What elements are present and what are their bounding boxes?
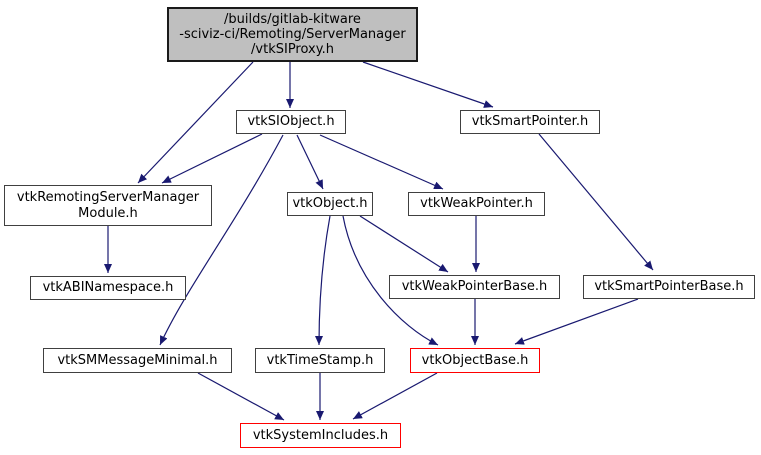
node-vtkTimeStamp[interactable]: vtkTimeStamp.h <box>255 348 385 373</box>
node-vtkSmartPointerBase[interactable]: vtkSmartPointerBase.h <box>583 275 755 299</box>
edge-vtkSIProxy-to-vtkRemotingServerManagerModule <box>137 61 254 184</box>
edge-vtkObjectBase-to-vtkSystemIncludes <box>352 372 438 420</box>
edge-vtkSIObject-to-vtkSMMessageMinimal <box>159 134 284 346</box>
node-vtkObjectBase[interactable]: vtkObjectBase.h <box>410 348 540 373</box>
node-vtkWeakPointer[interactable]: vtkWeakPointer.h <box>408 192 545 216</box>
node-label: vtkSIObject.h <box>247 114 335 130</box>
node-label: vtkSystemIncludes.h <box>252 427 389 443</box>
node-vtkSMMessageMinimal[interactable]: vtkSMMessageMinimal.h <box>43 348 232 373</box>
node-vtkSmartPointer[interactable]: vtkSmartPointer.h <box>460 110 600 134</box>
node-label: vtkSmartPointer.h <box>471 114 589 130</box>
edge-vtkSIProxy-to-vtkSmartPointer <box>362 61 494 108</box>
node-label: vtkWeakPointerBase.h <box>401 279 548 295</box>
edge-vtkObject-to-vtkTimeStamp <box>315 215 331 346</box>
node-label: vtkObject.h <box>292 196 368 212</box>
edge-vtkSIObject-to-vtkWeakPointer <box>319 134 444 190</box>
edge-vtkSmartPointer-to-vtkSmartPointerBase <box>538 133 654 271</box>
node-label: /builds/gitlab-kitware -sciviz-ci/Remoti… <box>179 11 406 58</box>
node-vtkWeakPointerBase[interactable]: vtkWeakPointerBase.h <box>389 275 560 299</box>
edge-vtkSIObject-to-vtkRemotingServerManagerModule <box>161 133 263 184</box>
edge-vtkSMMessageMinimal-to-vtkSystemIncludes <box>197 372 285 421</box>
node-vtkRemotingServerManagerModule[interactable]: vtkRemotingServerManager Module.h <box>4 185 212 226</box>
edge-vtkSIObject-to-vtkObject <box>296 134 324 190</box>
node-vtkSIProxy: /builds/gitlab-kitware -sciviz-ci/Remoti… <box>167 7 418 62</box>
node-label: vtkRemotingServerManager Module.h <box>16 190 200 221</box>
node-label: vtkWeakPointer.h <box>420 196 533 212</box>
edge-vtkObject-to-vtkWeakPointerBase <box>359 215 449 273</box>
node-label: vtkTimeStamp.h <box>266 352 374 368</box>
node-vtkSystemIncludes[interactable]: vtkSystemIncludes.h <box>240 423 401 448</box>
node-label: vtkABINamespace.h <box>42 280 174 296</box>
edge-vtkObject-to-vtkObjectBase <box>342 215 439 346</box>
node-label: vtkSMMessageMinimal.h <box>57 352 218 368</box>
node-label: vtkObjectBase.h <box>421 352 529 368</box>
node-vtkSIObject[interactable]: vtkSIObject.h <box>236 110 346 134</box>
edge-group <box>104 61 654 421</box>
node-vtkABINamespace[interactable]: vtkABINamespace.h <box>30 276 186 300</box>
node-vtkObject[interactable]: vtkObject.h <box>287 192 373 216</box>
edge-vtkSmartPointerBase-to-vtkObjectBase <box>514 298 639 345</box>
node-label: vtkSmartPointerBase.h <box>594 279 744 295</box>
